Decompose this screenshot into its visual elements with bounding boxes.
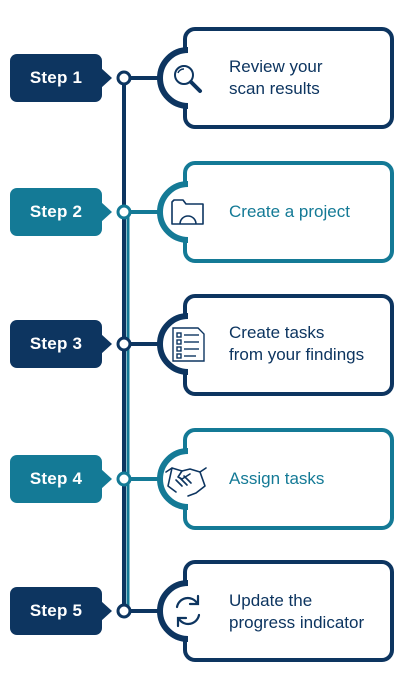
step-2-icon-ring-bg [160, 184, 216, 240]
step-4-arrow [101, 469, 112, 489]
step-2 [10, 161, 394, 263]
step-3-icon-ring-bg [160, 316, 216, 372]
step-1-icon-ring-bg [160, 50, 216, 106]
step-5-arrow [101, 601, 112, 621]
step-5 [10, 560, 394, 662]
refresh-icon [175, 594, 201, 628]
step-5-label: Step 5 [29, 601, 83, 620]
step-5-node [116, 603, 132, 619]
step-4 [10, 428, 394, 530]
step-2-text: Create a project [229, 202, 350, 221]
step-3-node [116, 336, 132, 352]
step-4-icon-ring [157, 448, 189, 510]
step-4-label: Step 4 [29, 469, 83, 488]
step-1-arrow [101, 68, 112, 88]
step-3-label: Step 3 [29, 334, 83, 353]
step-3-text: Create tasks from your findings [229, 323, 365, 364]
step-1-label-box [10, 54, 102, 102]
step-2-label-box [10, 188, 102, 236]
step-4-text: Assign tasks [229, 469, 325, 488]
step-1-node [116, 70, 132, 86]
magnifier-icon [174, 65, 202, 93]
step-5-icon-ring-bg [160, 583, 216, 639]
step-2-node [116, 204, 132, 220]
step-4-node [116, 471, 132, 487]
step-3 [10, 294, 394, 396]
step-3-icon-ring [157, 313, 189, 375]
step-2-icon-ring [157, 181, 189, 243]
folder-icon [171, 199, 204, 225]
step-1-label: Step 1 [29, 68, 83, 87]
step-4-label-box [10, 455, 102, 503]
step-3-arrow [101, 334, 112, 354]
handshake-icon [165, 467, 207, 497]
step-5-label-box [10, 587, 102, 635]
step-1-icon-ring [157, 47, 189, 109]
step-5-text: Update the progress indicator [229, 591, 365, 632]
step-3-label-box [10, 320, 102, 368]
step-1-text: Review your scan results [229, 57, 323, 98]
checklist-icon [172, 327, 205, 362]
step-1 [10, 27, 394, 129]
step-2-label: Step 2 [29, 202, 83, 221]
step-5-icon-ring [157, 580, 189, 642]
step-2-arrow [101, 202, 112, 222]
